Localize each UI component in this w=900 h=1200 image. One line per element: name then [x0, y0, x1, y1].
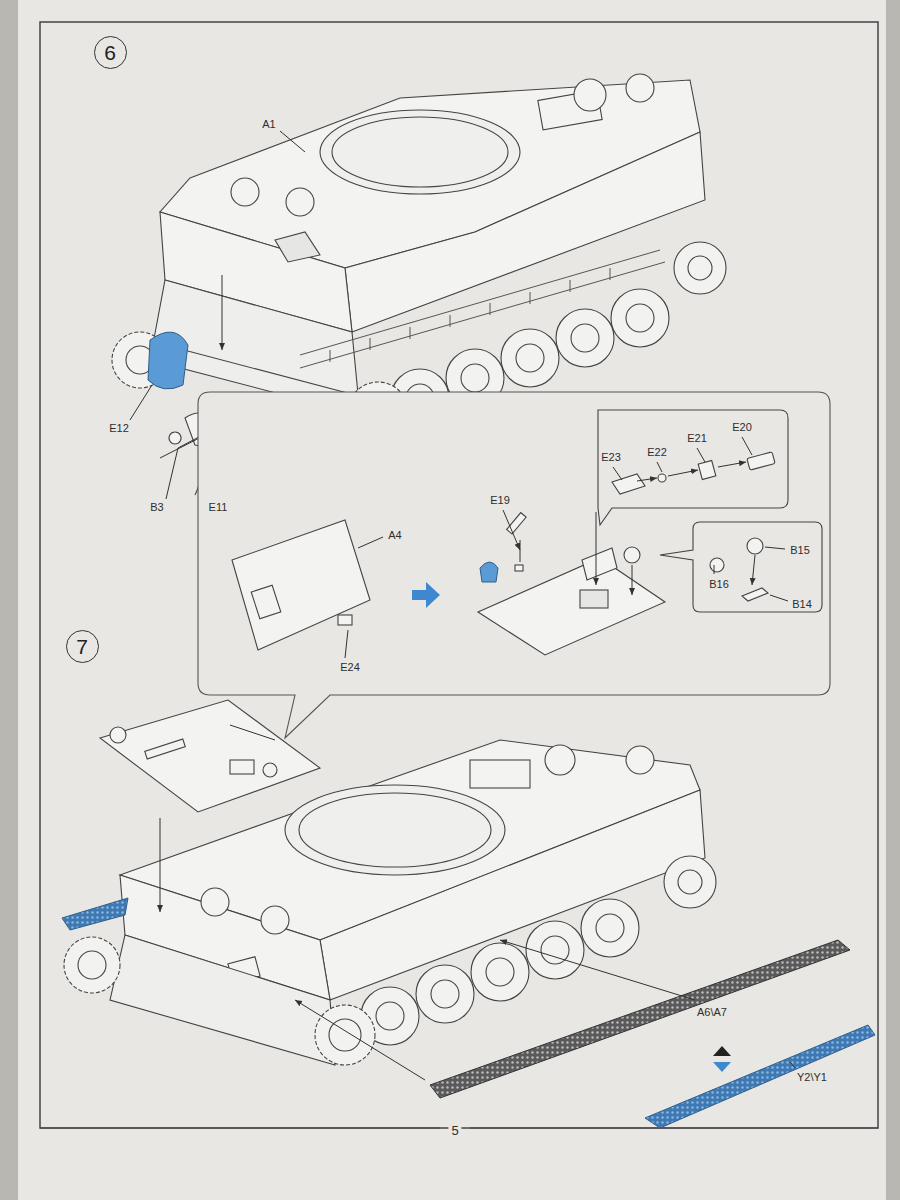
part-number: B3: [150, 501, 163, 513]
part-number: A6\A7: [697, 1006, 727, 1018]
part-number: E23: [601, 451, 621, 463]
part-number: A1: [262, 118, 275, 130]
step-number: 6: [104, 42, 116, 63]
step-number: 7: [76, 636, 88, 657]
part-number: E12: [109, 422, 129, 434]
part-number: B14: [792, 598, 812, 610]
part-number: E24: [340, 661, 360, 673]
part-number: E11: [209, 501, 228, 513]
part-number: B15: [790, 544, 810, 556]
part-number: B16: [709, 578, 729, 590]
part-number: E22: [647, 446, 667, 458]
step-number-circle: 6: [94, 36, 127, 69]
part-number: Y2\Y1: [797, 1071, 827, 1083]
part-number: E20: [732, 421, 752, 433]
step-number-circle: 7: [66, 630, 99, 663]
part-number: E19: [490, 494, 510, 506]
page-number: 5: [448, 1124, 461, 1138]
part-number: A4: [388, 529, 401, 541]
part-number: E21: [687, 432, 707, 444]
